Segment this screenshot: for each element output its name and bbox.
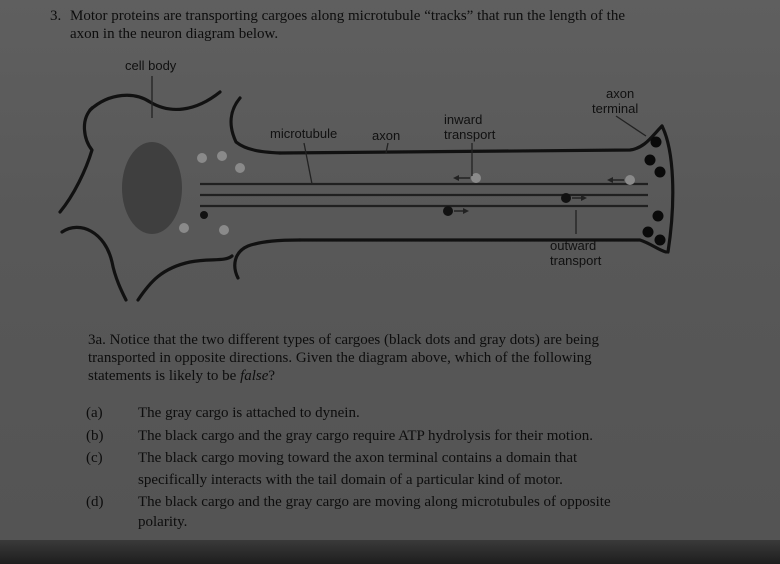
label-microtubule: microtubule (270, 126, 338, 141)
neuron-diagram (58, 76, 675, 302)
axon-hillock-top (229, 96, 282, 155)
option-d-letter: (d) (86, 494, 104, 510)
leader-axon (385, 142, 389, 154)
cell-body-left-lobe (58, 106, 94, 214)
subquestion-line-3: statements is likely to be false? (88, 368, 275, 385)
subquestion-suffix: ? (268, 368, 276, 384)
axon-membrane-top (278, 124, 664, 155)
gray-cargo (179, 223, 189, 233)
gray-cargo (235, 163, 245, 173)
option-d-text-line-1: The black cargo and the gray cargo are m… (138, 494, 611, 510)
option-c-text-line-1: The black cargo moving toward the axon t… (138, 450, 578, 466)
black-cargo (644, 154, 656, 166)
black-cargo (200, 211, 208, 219)
black-cargo (654, 234, 666, 246)
axon-hillock-bottom (233, 238, 302, 280)
arrowhead-inward-2 (607, 177, 613, 183)
black-cargo (443, 206, 453, 216)
option-c-text-line-2: specifically interacts with the tail dom… (138, 472, 563, 488)
subquestion-prefix: statements is likely to be (88, 368, 241, 384)
label-axon: axon (372, 128, 401, 143)
worksheet-page (0, 0, 780, 546)
option-d-text-line-2: polarity. (138, 514, 188, 530)
gray-cargo (625, 175, 635, 185)
arrowhead-outward-2 (581, 195, 587, 201)
label-outward-line-1: outward (550, 238, 597, 253)
black-cargo (654, 166, 666, 178)
subquestion-line-1: 3a. Notice that the two different types … (88, 332, 599, 348)
gray-cargo (217, 151, 227, 161)
cell-body-bottom-lobe (60, 225, 128, 302)
axon-terminal-outline (660, 124, 675, 254)
dendrite-bottom (136, 254, 234, 302)
label-axon-terminal-line-1: axon (606, 86, 635, 101)
nucleus (122, 142, 182, 234)
option-a-letter: (a) (86, 405, 103, 421)
gray-cargo (471, 173, 481, 183)
black-cargo (652, 210, 664, 222)
cell-body-outline (88, 90, 222, 112)
leader-microtubule (303, 142, 313, 185)
question-number: 3. (50, 8, 62, 24)
label-axon-terminal-line-2: terminal (592, 101, 639, 116)
arrowhead-inward-1 (453, 175, 459, 181)
arrowhead-outward-1 (463, 208, 469, 214)
subquestion-emphasis: false (240, 368, 269, 384)
label-inward-line-1: inward (444, 112, 483, 127)
black-cargo (561, 193, 571, 203)
option-c-letter: (c) (86, 450, 103, 466)
label-cell-body: cell body (125, 58, 177, 73)
black-cargo (642, 226, 654, 238)
option-b-letter: (b) (86, 428, 104, 444)
label-outward-line-2: transport (550, 253, 602, 268)
option-a-text: The gray cargo is attached to dynein. (138, 405, 360, 421)
question-text-line-2: axon in the neuron diagram below. (70, 26, 279, 42)
page-bottom-shadow (0, 540, 780, 564)
black-cargo (650, 136, 662, 148)
gray-cargo (197, 153, 207, 163)
gray-cargo (219, 225, 229, 235)
option-b-text: The black cargo and the gray cargo requi… (138, 428, 594, 444)
question-text-line-1: Motor proteins are transporting cargoes … (70, 8, 625, 24)
axon-membrane-bottom (298, 238, 668, 254)
label-inward-line-2: transport (444, 127, 496, 142)
subquestion-line-2: transported in opposite directions. Give… (88, 350, 592, 366)
leader-axon-terminal (615, 115, 647, 137)
